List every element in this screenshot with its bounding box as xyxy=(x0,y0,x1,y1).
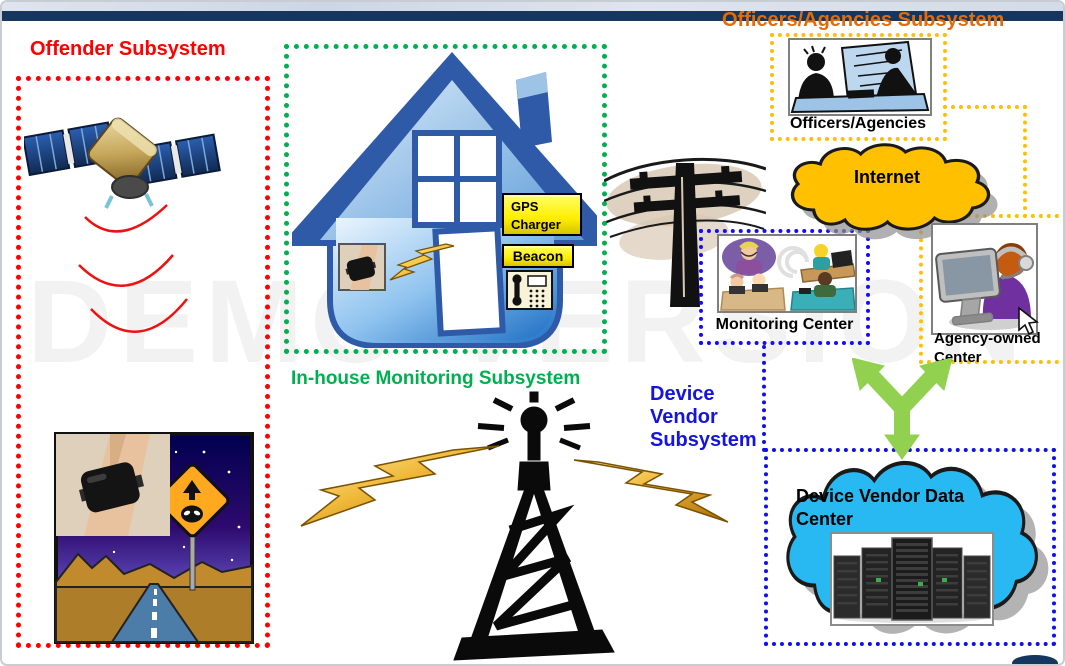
server-rack-image xyxy=(830,532,994,626)
gps-charger-tag: GPS Charger xyxy=(502,193,582,236)
top-navy-bar xyxy=(2,11,1063,21)
datacenter-label: Device Vendor Data Center xyxy=(796,486,965,529)
officers-clipart xyxy=(788,38,932,116)
radio-tower-icon xyxy=(450,390,618,662)
lightning-bolt-icon-right xyxy=(570,450,730,530)
inhouse-subsystem-title: In-house Monitoring Subsystem xyxy=(291,368,581,389)
officers-subsystem-title: Officers/Agencies Subsystem xyxy=(722,9,1005,31)
ankle-monitor-photo xyxy=(56,434,170,536)
phone-icon xyxy=(506,270,553,310)
officers-connector-vertical xyxy=(1023,105,1027,218)
utility-pole-icon xyxy=(604,137,766,309)
inhouse-subsystem-box xyxy=(284,44,607,354)
top-pattern-strip xyxy=(2,2,1063,11)
ankle-monitor-photo-small xyxy=(338,243,386,291)
lightning-bolt-icon-small xyxy=(388,242,456,282)
signal-waves-icon xyxy=(77,197,197,357)
desert-road-image xyxy=(54,432,254,644)
internet-cloud-icon xyxy=(780,140,998,242)
mouse-cursor xyxy=(1016,306,1040,336)
officers-connector-horizontal xyxy=(943,105,1027,109)
vendor-subsystem-box xyxy=(764,448,1056,646)
monitoring-center-label: Monitoring Center xyxy=(715,316,854,333)
offender-subsystem-box xyxy=(16,76,270,648)
lightning-bolt-icon-left xyxy=(297,434,502,534)
officers-subsystem-box xyxy=(770,33,947,141)
vendor-subsystem-title: Device Vendor Subsystem xyxy=(650,383,757,451)
officers-agencies-label: Officers/Agencies xyxy=(789,115,927,132)
monitoring-center-box xyxy=(699,229,870,345)
y-arrow-icon xyxy=(852,358,952,460)
vendor-connector-vertical xyxy=(762,345,766,452)
agency-center-box xyxy=(919,214,1063,364)
satellite-icon xyxy=(24,94,224,214)
corner-decoration xyxy=(1012,655,1058,664)
monitoring-center-clipart xyxy=(717,234,857,313)
beacon-tag: Beacon xyxy=(502,244,574,268)
internet-label: Internet xyxy=(853,167,920,187)
offender-subsystem-title: Offender Subsystem xyxy=(30,38,226,60)
